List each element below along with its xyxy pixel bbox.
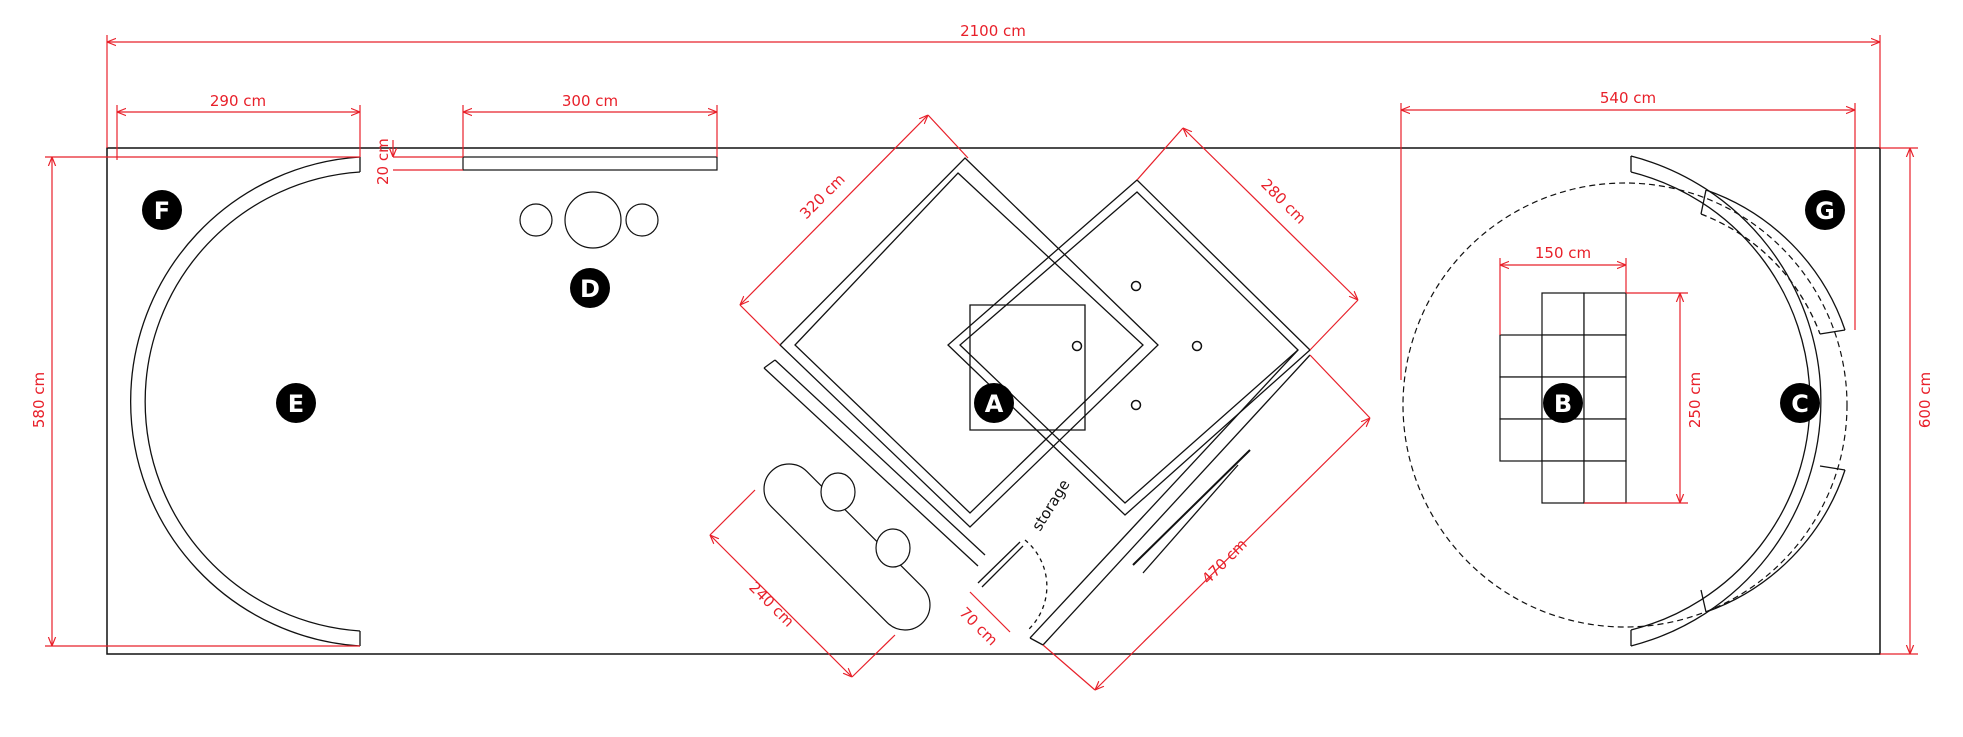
floor-outline	[106, 147, 1881, 655]
dimension-lines	[45, 35, 1918, 690]
dim-total-width: 2100 cm	[960, 22, 1026, 40]
dim-pavilion-side-a: 320 cm	[796, 170, 849, 223]
marker-e-label: E	[288, 390, 304, 418]
storage-label: storage	[1028, 476, 1073, 534]
dim-bench-length: 240 cm	[745, 578, 798, 631]
dim-right-height: 600 cm	[1916, 372, 1934, 428]
dim-wall-gap: 20 cm	[374, 138, 392, 185]
marker-c-label: C	[1791, 390, 1809, 418]
marker-g-label: G	[1815, 197, 1835, 225]
zone-e-curved-wall	[130, 156, 361, 647]
dim-grid-width: 150 cm	[1535, 244, 1591, 262]
marker-c: C	[1780, 383, 1820, 423]
dim-door-width: 70 cm	[956, 604, 1002, 650]
marker-a: A	[974, 383, 1014, 423]
zone-d-table-set	[519, 191, 659, 249]
dim-wall-d-segment: 300 cm	[562, 92, 618, 110]
dim-wall-f-segment: 290 cm	[210, 92, 266, 110]
marker-g: G	[1805, 190, 1845, 230]
marker-a-label: A	[985, 390, 1004, 418]
dim-right-zone-width: 540 cm	[1600, 89, 1656, 107]
zone-c-dashed-circle	[1402, 182, 1848, 628]
dim-grid-height: 250 cm	[1686, 372, 1704, 428]
zone-b-tile-grid	[1499, 292, 1627, 504]
marker-e: E	[276, 383, 316, 423]
top-wall-segment	[462, 156, 718, 171]
marker-f: F	[142, 190, 182, 230]
dim-pavilion-side-b: 280 cm	[1257, 175, 1310, 228]
marker-f-label: F	[154, 197, 170, 225]
dim-long-wall: 470 cm	[1198, 535, 1251, 588]
marker-b: B	[1543, 383, 1583, 423]
marker-d: D	[570, 268, 610, 308]
marker-d-label: D	[580, 275, 600, 303]
marker-b-label: B	[1554, 390, 1572, 418]
dim-left-height: 580 cm	[30, 372, 48, 428]
pavilion-posts	[1071, 280, 1203, 411]
storage-door	[977, 539, 1048, 631]
